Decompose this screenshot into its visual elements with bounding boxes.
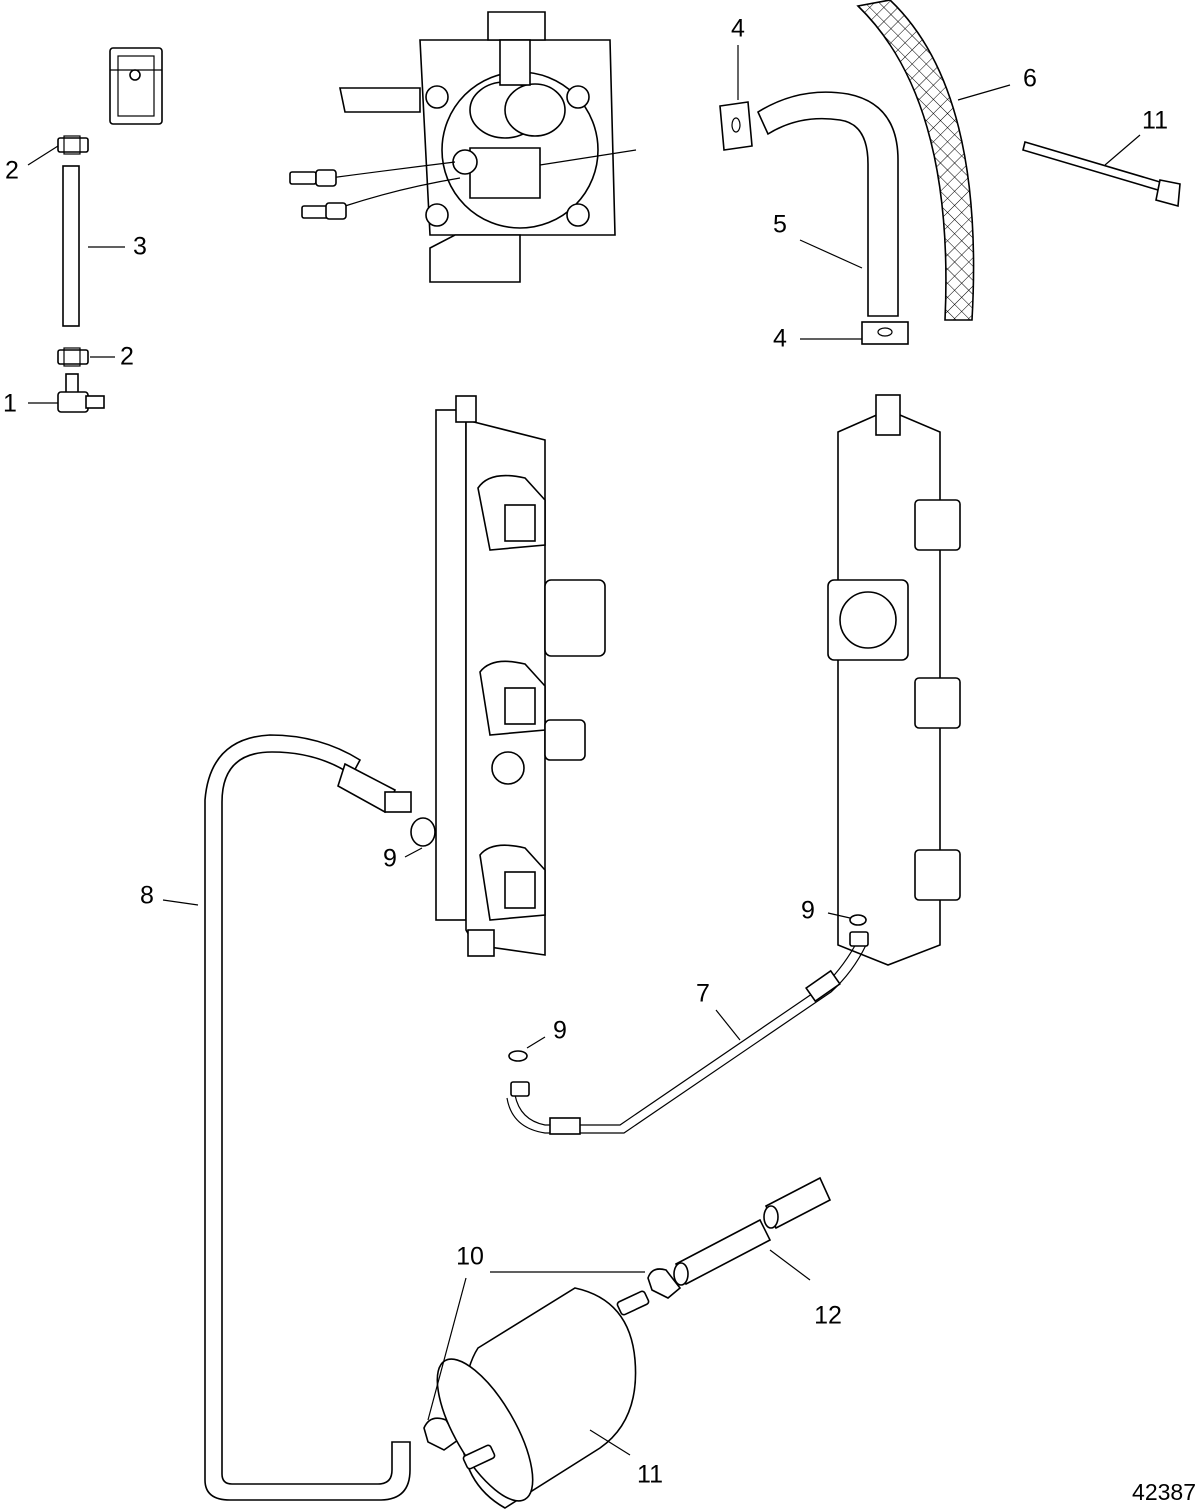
fitting-part-2-top	[57, 135, 89, 155]
callout-labels: 1 2 2 3 4 4 5 6 7 8 9 9 9 10 11 11 12 42…	[3, 15, 1196, 1505]
fuel-rail-left	[435, 395, 606, 957]
hose-part-8	[204, 734, 412, 1501]
callout-11-top: 11	[1142, 107, 1168, 135]
callout-4-top: 4	[731, 15, 745, 43]
callout-5: 5	[773, 211, 787, 239]
callout-7: 7	[696, 980, 710, 1008]
bracket-part	[109, 47, 163, 125]
clip-part-4-top	[719, 101, 753, 151]
callout-9-lower: 9	[553, 1017, 567, 1045]
callout-6: 6	[1023, 65, 1037, 93]
tee-fitting-part-1	[57, 373, 105, 413]
callout-2-top: 2	[5, 157, 19, 185]
o-ring-part-9-a	[410, 817, 436, 847]
fitting-part-2-bottom	[57, 347, 89, 367]
leader-lines	[27, 45, 1141, 1456]
callout-9-right: 9	[801, 897, 815, 925]
fuel-rail-right	[827, 394, 961, 966]
tube-part-3	[62, 165, 80, 327]
callout-10: 10	[456, 1243, 484, 1271]
fuel-filter-part-11	[436, 1287, 650, 1509]
callout-1: 1	[3, 390, 17, 418]
fuel-pump-assembly	[289, 11, 637, 283]
fuel-line-part-7	[506, 931, 869, 1135]
hose-part-12	[673, 1176, 832, 1286]
braided-sleeve-part-6	[856, 0, 975, 321]
callout-11-bottom: 11	[637, 1461, 663, 1489]
o-ring-part-9-b	[849, 914, 867, 926]
cable-tie-part-11	[1022, 140, 1181, 208]
o-ring-part-9-c	[508, 1050, 528, 1062]
callout-8: 8	[140, 882, 154, 910]
figure-id: 42387	[1132, 1479, 1196, 1505]
callout-2-bottom: 2	[120, 343, 134, 371]
callout-4-bottom: 4	[773, 325, 787, 353]
hose-part-5	[756, 91, 899, 317]
clamp-part-10-top	[647, 1268, 682, 1299]
clip-part-4-bottom	[861, 321, 909, 345]
callout-12: 12	[814, 1302, 842, 1330]
callout-9-left: 9	[383, 845, 397, 873]
callout-3: 3	[133, 233, 147, 261]
